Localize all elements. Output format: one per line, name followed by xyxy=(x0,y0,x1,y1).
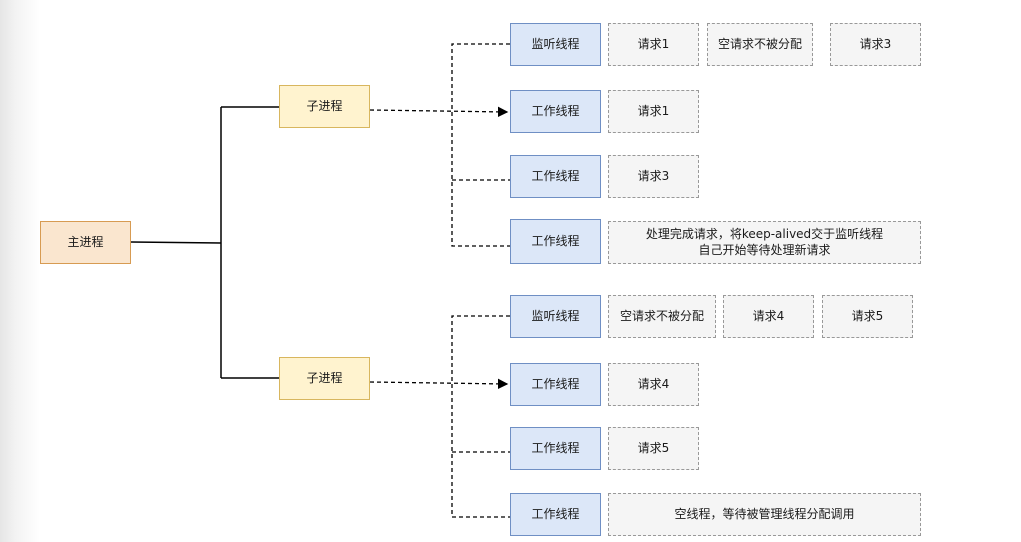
request-note-node: 空线程，等待被管理线程分配调用 xyxy=(608,493,921,536)
request-node: 请求4 xyxy=(608,363,699,406)
listener-thread-node-1: 监听线程 xyxy=(510,23,601,66)
main-process-node: 主进程 xyxy=(40,221,131,264)
request-node: 请求4 xyxy=(723,295,814,338)
request-node: 请求3 xyxy=(830,23,921,66)
sub2-to-thread-arrow xyxy=(369,378,509,390)
request-node: 请求1 xyxy=(608,90,699,133)
group1-bracket xyxy=(451,43,510,247)
worker-thread-node: 工作线程 xyxy=(510,219,601,264)
worker-thread-node: 工作线程 xyxy=(510,363,601,406)
page-edge-shadow xyxy=(0,0,40,542)
request-note-node: 处理完成请求，将keep-alived交于监听线程 自己开始等待处理新请求 xyxy=(608,221,921,264)
worker-thread-node: 工作线程 xyxy=(510,90,601,133)
request-node: 请求1 xyxy=(608,23,699,66)
request-node: 请求5 xyxy=(608,427,699,470)
request-node: 空请求不被分配 xyxy=(608,295,716,338)
sub-process-node-1: 子进程 xyxy=(279,85,370,128)
request-node: 请求3 xyxy=(608,155,699,198)
main-to-sub-connector xyxy=(130,106,279,379)
group2-bracket xyxy=(451,315,510,518)
listener-thread-node-2: 监听线程 xyxy=(510,295,601,338)
sub1-to-thread-arrow xyxy=(369,106,509,118)
request-node: 请求5 xyxy=(822,295,913,338)
worker-thread-node: 工作线程 xyxy=(510,155,601,198)
sub-process-node-2: 子进程 xyxy=(279,357,370,400)
request-node: 空请求不被分配 xyxy=(707,23,813,66)
worker-thread-node: 工作线程 xyxy=(510,427,601,470)
worker-thread-node: 工作线程 xyxy=(510,493,601,536)
